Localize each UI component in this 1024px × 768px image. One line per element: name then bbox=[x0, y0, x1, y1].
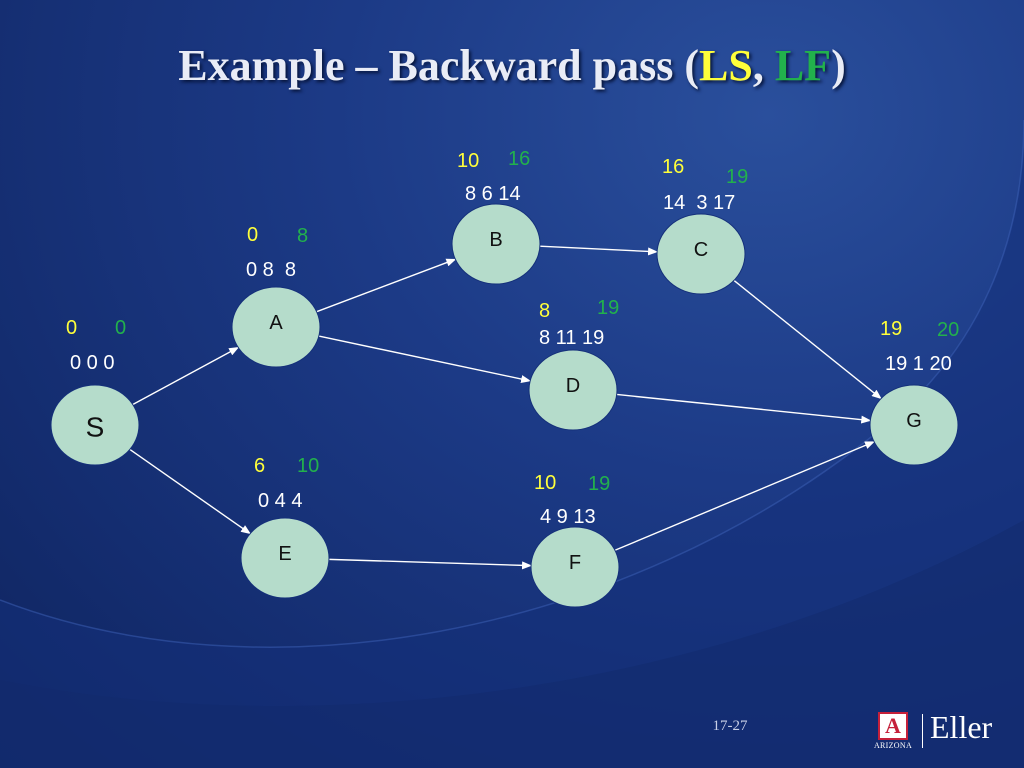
node-s-es-d-ef: 0 0 0 bbox=[70, 352, 114, 374]
edge-e-f bbox=[328, 558, 533, 570]
node-f-es-d-ef: 4 9 13 bbox=[540, 506, 596, 528]
node-a-lf: 8 bbox=[297, 225, 308, 247]
eller-logo: A ARIZONA Eller bbox=[866, 708, 1006, 756]
node-f-ls: 10 bbox=[534, 472, 556, 494]
node-b: B bbox=[451, 203, 541, 285]
node-c-label: C bbox=[694, 239, 708, 261]
title-lf: LF bbox=[774, 41, 832, 90]
node-f: F bbox=[530, 526, 620, 608]
node-c: C bbox=[656, 213, 746, 295]
node-d-label: D bbox=[566, 375, 580, 397]
node-f-circle bbox=[530, 526, 620, 608]
node-b-ls: 10 bbox=[457, 150, 479, 172]
node-g-circle bbox=[869, 384, 959, 466]
node-b-es-d-ef: 8 6 14 bbox=[465, 183, 521, 205]
edge-a-d bbox=[318, 335, 532, 383]
node-e-label: E bbox=[278, 543, 291, 565]
node-d-es-d-ef: 8 11 19 bbox=[539, 327, 604, 349]
node-d: D bbox=[528, 349, 618, 431]
edge-b-c bbox=[539, 245, 659, 256]
node-a-label: A bbox=[269, 312, 283, 334]
edge-s-a bbox=[132, 346, 240, 406]
node-a-ls: 0 bbox=[247, 224, 258, 246]
slide-title: Example – Backward pass (LS, LF) bbox=[0, 40, 1024, 91]
node-c-es-d-ef: 14 3 17 bbox=[663, 192, 735, 214]
title-suffix: ) bbox=[831, 41, 846, 90]
slide-number: 17-27 bbox=[712, 718, 748, 734]
edge-f-g bbox=[614, 441, 875, 551]
arizona-a-logo: A bbox=[878, 712, 908, 740]
node-d-lf: 19 bbox=[597, 297, 619, 319]
node-a-es-d-ef: 0 8 8 bbox=[246, 259, 296, 281]
node-g: G bbox=[869, 384, 959, 466]
edge-d-g bbox=[616, 393, 872, 424]
node-s-label: S bbox=[86, 412, 105, 443]
node-d-circle bbox=[528, 349, 618, 431]
title-separator: , bbox=[752, 41, 775, 90]
node-e-es-d-ef: 0 4 4 bbox=[258, 490, 302, 512]
node-g-es-d-ef: 19 1 20 bbox=[885, 353, 952, 375]
node-c-circle bbox=[656, 213, 746, 295]
node-c-ls: 16 bbox=[662, 156, 684, 178]
logo-eller-text: Eller bbox=[930, 709, 993, 745]
node-f-label: F bbox=[569, 552, 581, 574]
node-f-lf: 19 bbox=[588, 473, 610, 495]
node-s-circle bbox=[50, 384, 140, 466]
node-g-lf: 20 bbox=[937, 319, 959, 341]
node-g-label: G bbox=[906, 410, 922, 432]
edge-c-g bbox=[733, 279, 882, 400]
node-e-circle bbox=[240, 517, 330, 599]
node-e: E bbox=[240, 517, 330, 599]
node-s: S bbox=[50, 384, 140, 466]
node-e-lf: 10 bbox=[297, 455, 319, 477]
node-c-lf: 19 bbox=[726, 166, 748, 188]
node-s-ls: 0 bbox=[66, 317, 77, 339]
node-b-label: B bbox=[489, 229, 502, 251]
logo-arizona-text: ARIZONA bbox=[873, 741, 913, 750]
title-ls: LS bbox=[699, 41, 753, 90]
logo-divider bbox=[922, 714, 923, 748]
node-e-ls: 6 bbox=[254, 455, 265, 477]
edge-s-e bbox=[129, 448, 251, 535]
node-d-ls: 8 bbox=[539, 300, 550, 322]
edge-a-b bbox=[316, 258, 457, 313]
node-a-circle bbox=[231, 286, 321, 368]
node-b-circle bbox=[451, 203, 541, 285]
node-g-ls: 19 bbox=[880, 318, 902, 340]
node-a: A bbox=[231, 286, 321, 368]
node-s-lf: 0 bbox=[115, 317, 126, 339]
title-prefix: Example – Backward pass ( bbox=[178, 41, 699, 90]
node-b-lf: 16 bbox=[508, 148, 530, 170]
